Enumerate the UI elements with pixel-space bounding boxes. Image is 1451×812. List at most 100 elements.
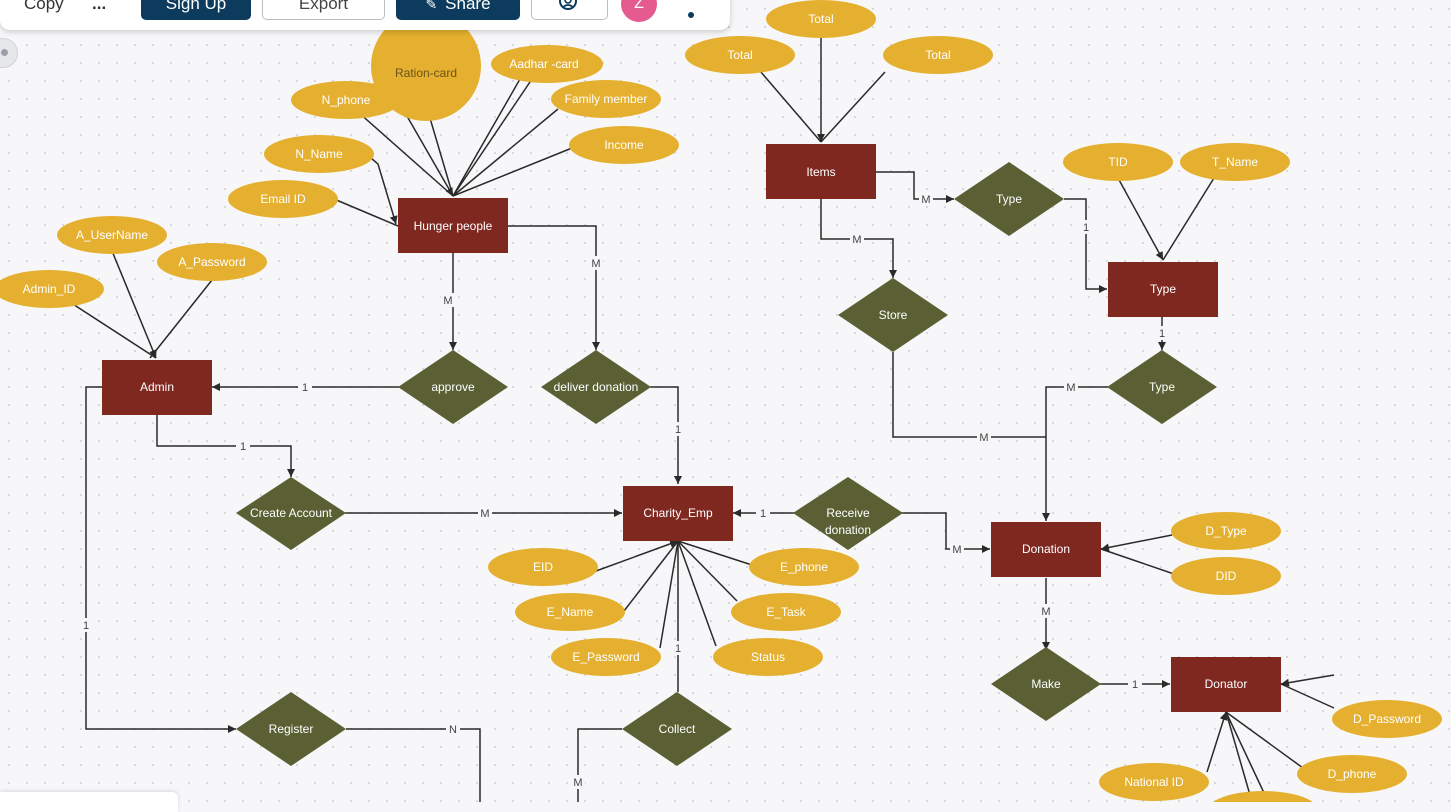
attr-eid-label: EID xyxy=(533,560,553,574)
cardinality-collect-emp: 1 xyxy=(675,643,681,655)
line-status xyxy=(677,540,717,647)
attr-tid[interactable] xyxy=(1063,143,1173,181)
rel-register[interactable] xyxy=(236,692,346,766)
attr-e-task[interactable] xyxy=(731,593,841,631)
attr-status[interactable] xyxy=(713,638,823,676)
collaborators-button[interactable] xyxy=(531,0,608,20)
rel-make[interactable] xyxy=(991,647,1101,721)
share-button[interactable]: ✎ Share xyxy=(396,0,520,20)
rel-type[interactable] xyxy=(954,162,1064,236)
share-label: Share xyxy=(445,0,491,13)
entity-donator[interactable] xyxy=(1171,657,1281,712)
sign-up-button[interactable]: Sign Up xyxy=(141,0,251,20)
line-d-phone-1 xyxy=(1225,711,1266,796)
entity-donator-label: Donator xyxy=(1205,677,1248,691)
attr-did[interactable] xyxy=(1171,557,1281,595)
attr-total-left[interactable] xyxy=(685,36,795,74)
line-eid xyxy=(595,539,679,572)
line-ration-card xyxy=(399,103,454,197)
attr-d-type[interactable] xyxy=(1171,512,1281,550)
entity-admin[interactable] xyxy=(102,360,212,415)
line-receive-donation xyxy=(901,512,990,553)
attr-e-task-label: E_Task xyxy=(766,605,806,619)
line-total-left xyxy=(759,70,822,143)
entity-charity-emp[interactable] xyxy=(623,486,733,541)
entity-items[interactable] xyxy=(766,144,876,199)
attr-e-name[interactable] xyxy=(515,593,625,631)
attr-tid-label: TID xyxy=(1108,155,1128,169)
attr-eid[interactable] xyxy=(488,548,598,586)
attr-admin-id[interactable] xyxy=(0,270,104,308)
attr-income-label: Income xyxy=(604,138,644,152)
cardinality-create-emp: M xyxy=(480,508,489,520)
attr-n-name[interactable] xyxy=(264,135,374,173)
line-did xyxy=(1100,548,1175,575)
attr-n-name-label: N_Name xyxy=(295,147,343,161)
line-t-name xyxy=(1162,177,1215,261)
rel-receive-donation[interactable] xyxy=(793,477,903,550)
attr-total-left-label: Total xyxy=(727,48,752,62)
cardinality-typeentity-type: 1 xyxy=(1159,328,1165,340)
entity-type[interactable] xyxy=(1108,262,1218,317)
cardinality-deliver-emp: 1 xyxy=(675,424,681,436)
attr-total-top[interactable] xyxy=(766,0,876,38)
rel-collect-label: Collect xyxy=(659,722,696,736)
attr-e-password[interactable] xyxy=(551,638,661,676)
rel-type-donation[interactable] xyxy=(1107,350,1217,424)
line-e-name xyxy=(623,540,679,612)
attr-national-id[interactable] xyxy=(1099,763,1209,801)
attr-e-phone[interactable] xyxy=(749,548,859,586)
line-n-phone xyxy=(357,111,454,197)
rel-approve[interactable] xyxy=(398,350,508,424)
attr-d-phone[interactable] xyxy=(1297,755,1407,793)
rel-collect[interactable] xyxy=(622,692,732,766)
line-admin-register xyxy=(85,386,236,733)
line-d-password xyxy=(1280,683,1335,709)
attr-total-right[interactable] xyxy=(883,36,993,74)
user-avatar[interactable]: Z xyxy=(621,0,657,22)
rel-type-label: Type xyxy=(996,192,1022,206)
attr-t-name[interactable] xyxy=(1180,143,1290,181)
entity-hunger-people[interactable] xyxy=(398,198,508,253)
line-type-typeentity xyxy=(1064,198,1107,293)
cardinality-receive-donation: M xyxy=(952,544,961,556)
entity-charity-emp-label: Charity_Emp xyxy=(643,506,713,520)
rel-create-account-label: Create Account xyxy=(250,506,333,520)
attr-aadhar-card[interactable] xyxy=(491,45,603,83)
copy-button[interactable]: Copy xyxy=(24,0,64,13)
attr-admin-id-label: Admin_ID xyxy=(23,282,76,296)
attr-n-phone[interactable] xyxy=(291,81,401,119)
attr-ration-card[interactable] xyxy=(371,11,481,121)
line-register-bottom xyxy=(346,728,481,802)
attr-income[interactable] xyxy=(569,126,679,164)
line-admin-create xyxy=(156,414,295,477)
rel-deliver-donation-label: deliver donation xyxy=(554,380,639,394)
attr-n-phone-label: N_phone xyxy=(322,93,371,107)
more-menu[interactable]: ... xyxy=(92,0,107,13)
export-button[interactable]: Export xyxy=(262,0,385,20)
line-d-phone-3 xyxy=(1225,711,1304,769)
line-admin-id xyxy=(61,296,157,359)
rel-make-label: Make xyxy=(1031,677,1061,691)
cardinality-approve-admin: 1 xyxy=(302,382,308,394)
attr-d-password[interactable] xyxy=(1332,700,1442,738)
attr-a-username-label: A_UserName xyxy=(76,228,148,242)
attr-family-member[interactable] xyxy=(551,80,661,118)
line-income xyxy=(452,147,573,197)
rel-store[interactable] xyxy=(838,278,948,352)
attr-did-label: DID xyxy=(1216,569,1237,583)
rel-deliver-donation[interactable] xyxy=(541,350,651,424)
entity-donation[interactable] xyxy=(991,522,1101,577)
cardinality-items-type: M xyxy=(921,194,930,206)
rel-create-account[interactable] xyxy=(236,477,346,550)
attr-a-password[interactable] xyxy=(157,243,267,281)
presence-dot-icon xyxy=(688,12,694,18)
attr-email-id[interactable] xyxy=(228,180,338,218)
attr-a-username[interactable] xyxy=(57,216,167,254)
attr-partial-bottom[interactable] xyxy=(1208,791,1318,802)
line-collect-bottom xyxy=(577,728,622,802)
line-email-id xyxy=(333,198,399,227)
attr-e-name-label: E_Name xyxy=(547,605,594,619)
cardinality-admin-create: 1 xyxy=(240,441,246,453)
